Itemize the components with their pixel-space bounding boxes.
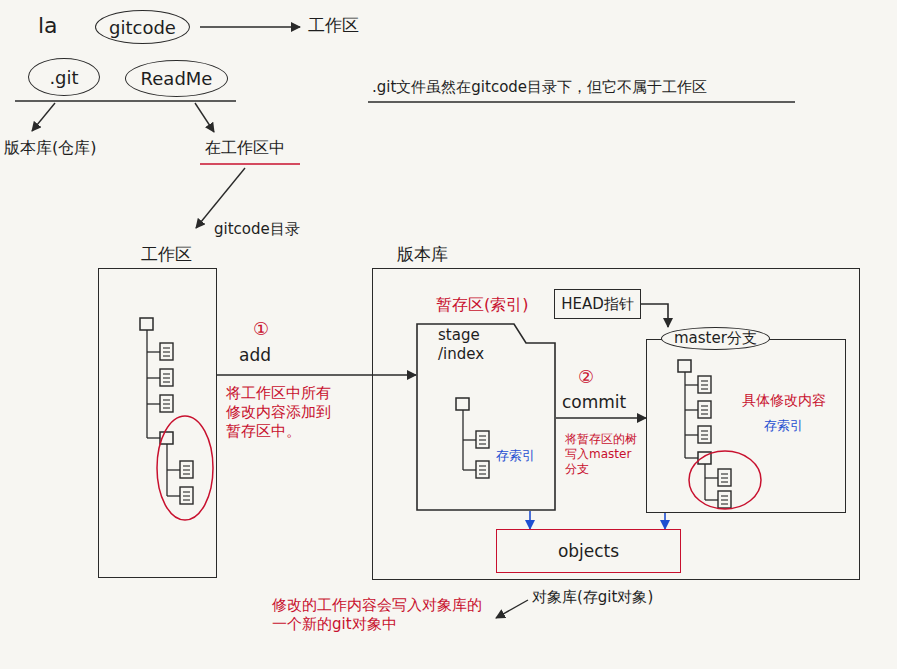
stage-heading: 暂存区(索引) [436,295,528,316]
git-dir-ellipse: .git [28,58,100,96]
node-label: .git [49,67,78,88]
annotation: gitcode目录 [214,220,300,239]
callout-number: ① [253,318,269,341]
stage-outline [416,323,556,511]
stage-tab-label: stage /index [438,326,504,364]
node-label: gitcode [109,17,176,38]
readme-ellipse: ReadMe [125,60,228,97]
objects-box: objects [496,529,681,573]
note: .git文件虽然在gitcode目录下，但它不属于工作区 [372,78,707,97]
flow-arrow [217,374,416,376]
node-label: ReadMe [141,68,213,89]
node-label: HEAD指针 [561,295,634,314]
annotation: 在工作区中 [205,138,285,158]
edge-label: add [239,345,271,365]
box-heading: 工作区 [141,243,192,266]
master-branch-box: master分支 [646,327,846,513]
annotation: 存索引 [496,448,535,464]
annotation: 对象库(存git对象) [532,588,653,607]
annotation: 将暂存区的树写入master分支 [565,432,641,477]
flow-arrow [556,417,646,419]
annotation: 修改的工作内容会写入对象库的一个新的git对象中 [272,596,492,634]
annotation: 版本库(仓库) [4,138,96,158]
folder-ellipse: gitcode [95,10,190,44]
node-label: objects [558,541,619,561]
annotation: 具体修改内容 [742,392,826,410]
callout-number: ② [578,366,594,389]
branch-frame [646,339,846,513]
flow-arrow [664,513,666,529]
annotation: 将工作区中所有修改内容添加到暂存区中。 [226,384,344,440]
stage-folder: 暂存区(索引)stage /index [416,323,556,511]
annotation: 存索引 [764,418,803,434]
workspace-box: 工作区 [98,268,217,578]
flow-arrow [641,304,668,327]
branch-oval-label: master分支 [661,327,770,350]
flow-arrow [529,511,531,529]
box-heading: 版本库 [397,243,448,266]
edge-label: commit [562,392,626,412]
command-text: la [38,12,58,40]
head-pointer-box: HEAD指针 [554,289,641,319]
annotation: 工作区 [308,15,359,36]
